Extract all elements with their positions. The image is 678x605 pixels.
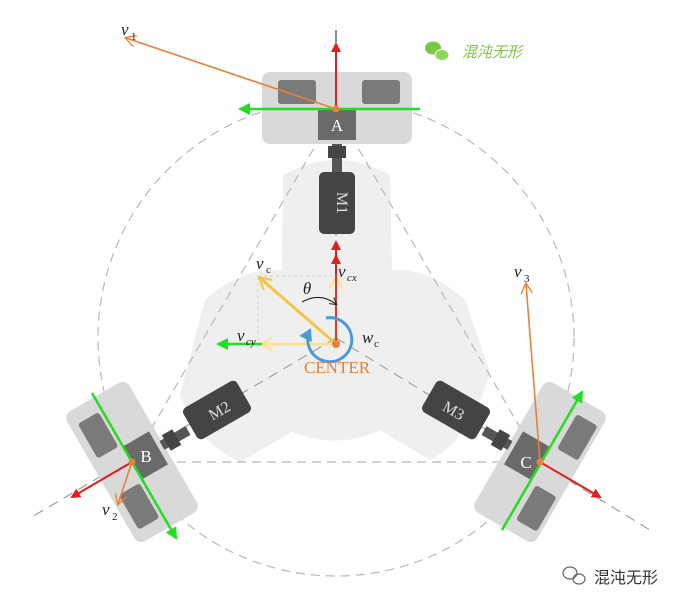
roller bbox=[362, 80, 400, 104]
roller bbox=[78, 413, 118, 458]
roller bbox=[558, 415, 597, 460]
roller bbox=[119, 484, 159, 529]
svg-text:v: v bbox=[338, 262, 346, 281]
wheel-b-label: B bbox=[140, 447, 151, 466]
shaft-c bbox=[481, 426, 513, 451]
svg-text:v: v bbox=[237, 326, 245, 345]
center-vector-construction bbox=[216, 254, 354, 364]
dashed-triangle bbox=[131, 109, 541, 463]
svg-text:1: 1 bbox=[131, 31, 137, 43]
wechat-icon bbox=[562, 566, 586, 585]
v1-label: v 1 bbox=[121, 20, 137, 43]
motor-m3 bbox=[421, 380, 491, 440]
wechat-icon bbox=[425, 41, 450, 61]
svg-text:v: v bbox=[256, 254, 264, 273]
watermark-top-text: 混沌无形 bbox=[462, 43, 524, 61]
svg-text:w: w bbox=[362, 328, 374, 347]
svg-text:cx: cx bbox=[347, 272, 357, 284]
wheel-c-label: C bbox=[520, 453, 531, 472]
hub bbox=[318, 110, 356, 140]
watermark-bottom-text: 混沌无形 bbox=[594, 568, 658, 587]
svg-text:v: v bbox=[514, 262, 522, 281]
svg-text:c: c bbox=[266, 264, 271, 276]
theta-label: θ bbox=[303, 279, 311, 298]
contact-points bbox=[128, 105, 544, 466]
red-drive-arrows bbox=[70, 42, 602, 499]
svg-text:2: 2 bbox=[112, 511, 118, 523]
vcy-label: v cy bbox=[237, 326, 256, 348]
watermark-bottom: 混沌无形 bbox=[562, 566, 658, 587]
v3-label: v 3 bbox=[514, 262, 530, 285]
hub bbox=[122, 431, 168, 480]
roller bbox=[278, 80, 316, 104]
shaft-a bbox=[332, 144, 342, 174]
svg-text:v: v bbox=[121, 20, 129, 39]
vc-label: v c bbox=[256, 254, 271, 276]
orange-velocity-vectors bbox=[118, 38, 541, 504]
center-label: CENTER bbox=[304, 358, 371, 377]
motor-1-label: M1 bbox=[333, 192, 350, 214]
coupler-a bbox=[328, 146, 346, 158]
wc-label: w c bbox=[362, 328, 379, 350]
motor-m2 bbox=[182, 380, 252, 440]
vcx-label: v cx bbox=[338, 262, 357, 284]
outer-dashed-circle bbox=[97, 99, 575, 577]
svg-text:cy: cy bbox=[246, 336, 256, 348]
shaft-b bbox=[159, 426, 191, 451]
motor-m1: M1 bbox=[319, 172, 355, 234]
watermark-top: 混沌无形 bbox=[425, 41, 524, 61]
svg-text:c: c bbox=[374, 338, 379, 350]
wheel-a-label: A bbox=[331, 116, 344, 135]
svg-text:v: v bbox=[102, 500, 110, 519]
v2-label: v 2 bbox=[102, 500, 118, 523]
svg-text:3: 3 bbox=[524, 273, 530, 285]
roller bbox=[517, 486, 556, 531]
